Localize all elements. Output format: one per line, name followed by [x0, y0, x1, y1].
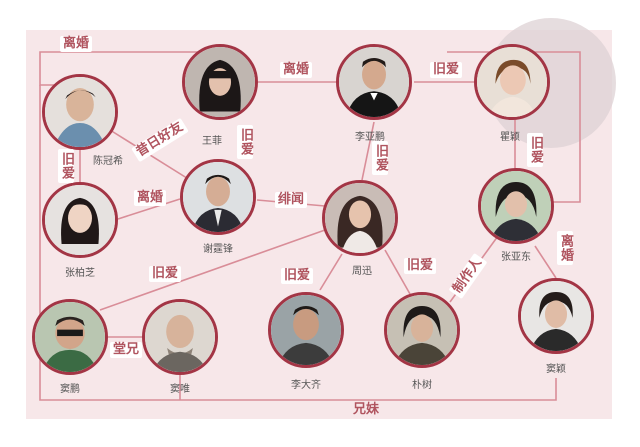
label-old-love-li-zhou: 旧爱 [372, 141, 388, 175]
name-dou-wei: 窦唯 [170, 384, 190, 395]
portrait-zhang-bozhi[interactable] [42, 182, 118, 258]
name-wang-fei: 王菲 [202, 136, 222, 147]
name-chen-guanxi: 陈冠希 [93, 156, 123, 167]
label-rumor: 绯闻 [274, 192, 308, 208]
portrait-qu-ying[interactable] [474, 44, 550, 120]
label-old-love-pu: 旧爱 [403, 258, 437, 274]
portrait-dou-wei[interactable] [142, 299, 218, 375]
portrait-li-yapeng[interactable] [336, 44, 412, 120]
label-old-love-qu-zhang: 旧爱 [527, 133, 543, 167]
line-zhou-doupeng [99, 229, 326, 311]
label-divorce-zhang-xie: 离婚 [133, 190, 167, 206]
line-zhang-dou [534, 245, 557, 279]
portrait-pu-shu[interactable] [384, 292, 460, 368]
label-divorce-zhang-dou: 离婚 [557, 231, 573, 265]
portrait-wang-fei[interactable] [182, 44, 258, 120]
portrait-zhang-yadong[interactable] [478, 168, 554, 244]
label-old-love-wang: 旧爱 [237, 125, 253, 159]
line-frame-bottom [39, 85, 557, 401]
label-divorce-wang-li: 离婚 [279, 62, 313, 78]
name-qu-ying: 瞿颖 [500, 132, 520, 143]
label-siblings: 兄妹 [349, 402, 383, 418]
name-dou-ying: 窦颖 [546, 364, 566, 375]
line-li-zhou [361, 121, 375, 181]
label-cousins: 堂兄 [109, 342, 143, 358]
portrait-zhou-xun[interactable] [322, 180, 398, 256]
label-old-love-doupeng: 旧爱 [148, 266, 182, 282]
label-old-love-daqi: 旧爱 [280, 268, 314, 284]
line-zhang-xie [117, 198, 181, 220]
portrait-dou-peng[interactable] [32, 299, 108, 375]
name-xie-tingfeng: 谢霆锋 [203, 244, 233, 255]
label-old-love-li-qu: 旧爱 [429, 62, 463, 78]
line-zhou-pu [384, 249, 411, 295]
portrait-li-daqi[interactable] [268, 292, 344, 368]
name-zhang-yadong: 张亚东 [501, 252, 531, 263]
name-li-yapeng: 李亚鹏 [355, 132, 385, 143]
name-zhang-bozhi: 张柏芝 [65, 268, 95, 279]
name-li-daqi: 李大齐 [291, 380, 321, 391]
label-divorce-top: 离婚 [59, 36, 93, 52]
label-old-love-chen-zhang: 旧爱 [58, 149, 74, 183]
name-dou-peng: 窦鹏 [60, 384, 80, 395]
portrait-xie-tingfeng[interactable] [180, 159, 256, 235]
line-zhou-daqi [319, 253, 343, 291]
name-pu-shu: 朴树 [412, 380, 432, 391]
portrait-chen-guanxi[interactable] [42, 74, 118, 150]
portrait-dou-ying[interactable] [518, 278, 594, 354]
name-zhou-xun: 周迅 [352, 266, 372, 277]
